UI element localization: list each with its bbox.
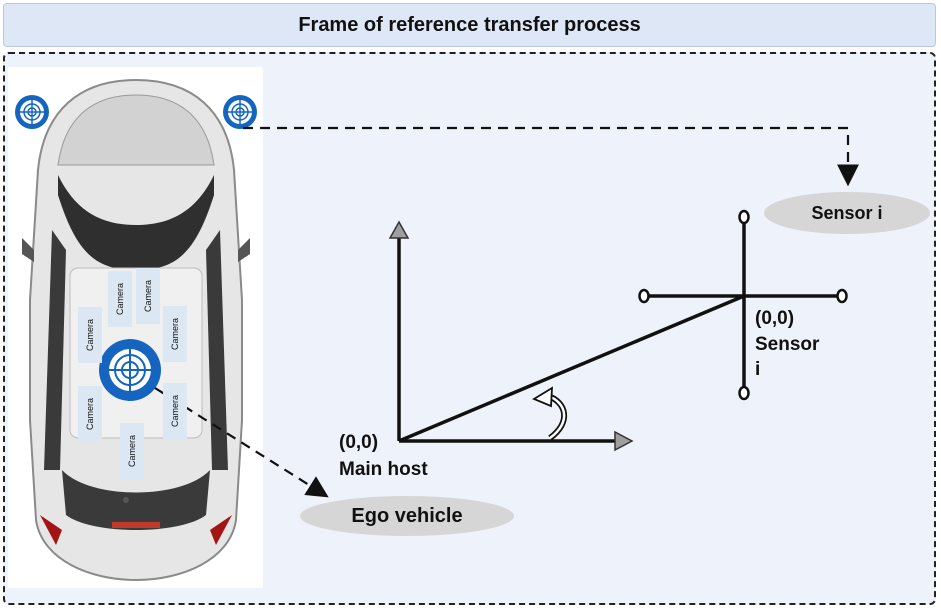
main-x-axis-arrowhead (614, 430, 634, 452)
camera-label: Camera (163, 383, 187, 439)
radar-sensor-icon (99, 339, 161, 401)
camera-label: Camera (163, 306, 187, 362)
main-origin-label: (0,0) (339, 432, 379, 453)
sensor-axis-endpoint (738, 385, 750, 401)
sensor-origin-label: (0,0) (755, 308, 795, 329)
main-host-label: Main host (339, 459, 428, 480)
camera-label: Camera (120, 423, 144, 479)
car-top-view (22, 78, 250, 582)
sensor-axis-endpoint (836, 288, 848, 304)
sensor-name-label: Sensor (755, 334, 820, 355)
arc-arrow-icon (532, 386, 568, 441)
camera-label: Camera (136, 268, 160, 324)
sensor-axis-endpoint (738, 209, 750, 225)
title-bar: Frame of reference transfer process (3, 3, 936, 47)
sensor-i-label: Sensor i (764, 192, 930, 234)
sensor-name-label-index: i (755, 359, 761, 380)
main-y-axis-arrowhead (388, 220, 410, 239)
sensor-connector-arrow (243, 126, 859, 187)
camera-label: Camera (108, 271, 132, 327)
diagram-title: Frame of reference transfer process (298, 13, 641, 36)
camera-label: Camera (78, 307, 102, 363)
ego-vehicle-label: Ego vehicle (300, 496, 514, 536)
radar-sensor-icon (15, 95, 49, 129)
camera-label: Camera (78, 386, 102, 442)
transform-line (398, 294, 745, 443)
radar-sensor-icon (223, 95, 257, 129)
sensor-axis-endpoint (638, 288, 650, 304)
